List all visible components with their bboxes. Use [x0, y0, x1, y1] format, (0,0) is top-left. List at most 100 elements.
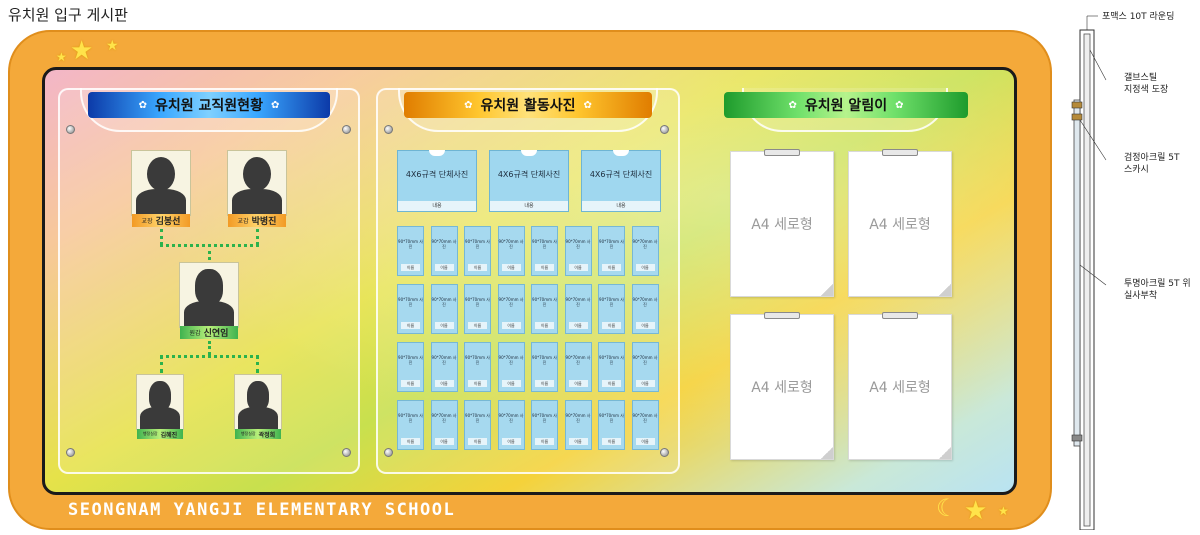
screw-icon	[384, 125, 393, 134]
leader-line	[1089, 49, 1107, 81]
pocket-label: 이름	[401, 322, 420, 329]
connector-line	[256, 355, 259, 373]
silhouette-icon	[147, 157, 175, 191]
pocket-text: 90*70mm 사진	[532, 355, 557, 365]
pocket-label: 이름	[602, 380, 621, 387]
pocket-text: 90*70mm 사진	[398, 413, 423, 423]
side-section-drawing	[1071, 15, 1107, 530]
a4-sheet: A4 세로형	[848, 312, 952, 460]
pocket-label: 이름	[401, 264, 420, 271]
pocket-text: 90*70mm 사진	[498, 355, 524, 365]
pocket-text: 90*70mm 사진	[532, 413, 557, 423]
staff-nameplate: 행정실장 곽정희	[235, 429, 281, 439]
pocket-label: 이름	[468, 380, 487, 387]
pocket-text: 90*70mm 사진	[398, 297, 423, 307]
steel-frame	[1083, 33, 1091, 527]
staff-nameplate: 원감 신연임	[180, 326, 238, 339]
pocket-text: 4X6규격 단체사진	[497, 170, 561, 179]
pocket-label: 이름	[535, 264, 554, 271]
pocket-text: 90*70mm 사진	[431, 413, 457, 423]
star-icon: ★	[964, 496, 988, 526]
page-curl	[939, 447, 951, 459]
side-label: 갤브스틸 지정색 도장	[1124, 73, 1169, 95]
pocket-label: 이름	[535, 322, 554, 329]
staff-photo-card: 교장 김봉선	[131, 150, 191, 227]
pocket-text: 90*70mm 사진	[498, 413, 524, 423]
pocket-text: 90*70mm 사진	[532, 239, 557, 249]
silhouette-body	[136, 189, 186, 217]
pocket-label: 이름	[501, 380, 521, 387]
pocket-text: 90*70mm 사진	[465, 355, 490, 365]
group-photo-pocket: 4X6규격 단체사진 내용	[397, 150, 477, 212]
moon-icon: ☾	[936, 494, 958, 522]
staff-nameplate: 교장 김봉선	[132, 214, 190, 227]
pocket-label: 이름	[501, 264, 521, 271]
pocket-text: 90*70mm 사진	[565, 413, 591, 423]
connector-line	[208, 244, 211, 260]
pocket-text: 90*70mm 사진	[431, 297, 457, 307]
pocket-label: 이름	[568, 438, 588, 445]
staff-name: 김봉선	[155, 217, 181, 227]
page-title: 유치원 입구 게시판	[8, 6, 128, 24]
pocket-label: 이름	[602, 438, 621, 445]
pocket-label: 이름	[501, 438, 521, 445]
star-icon: ★	[998, 504, 1009, 518]
staff-banner-title: 유치원 교직원현황	[155, 98, 263, 114]
page-curl	[821, 284, 833, 296]
connector-line	[160, 229, 163, 245]
pocket-tab	[613, 150, 629, 156]
screw-icon	[342, 448, 351, 457]
pocket-label: 이름	[602, 322, 621, 329]
screw-icon	[66, 448, 75, 457]
page-curl	[821, 447, 833, 459]
pocket-label: 이름	[635, 264, 655, 271]
pocket-text: 90*70mm 사진	[465, 239, 490, 249]
staff-role: 행정실장	[240, 431, 256, 436]
clip-icon	[764, 312, 800, 319]
pocket-text: 90*70mm 사진	[431, 239, 457, 249]
pocket-text: 90*70mm 사진	[565, 239, 591, 249]
staff-photo-card: 교감 박병진	[227, 150, 287, 227]
a4-sheet: A4 세로형	[730, 312, 834, 460]
pocket-label: 내용	[582, 201, 660, 211]
clip-icon	[882, 149, 918, 156]
screw-icon	[660, 448, 669, 457]
pocket-text: 90*70mm 사진	[565, 297, 591, 307]
pocket-label: 이름	[635, 438, 655, 445]
pocket-text: 90*70mm 사진	[498, 239, 524, 249]
pocket-text: 90*70mm 사진	[632, 297, 658, 307]
screw-icon	[660, 125, 669, 134]
pocket-label: 이름	[434, 322, 454, 329]
silhouette-icon	[247, 381, 269, 411]
pocket-label: 이름	[535, 380, 554, 387]
silhouette-icon	[195, 269, 223, 305]
pocket-tab	[429, 150, 445, 156]
star-icon: ★	[56, 50, 67, 64]
pocket-label: 내용	[490, 201, 568, 211]
screw-icon	[66, 125, 75, 134]
bolt-icon	[1071, 434, 1083, 442]
pocket-text: 90*70mm 사진	[465, 413, 490, 423]
staff-role: 행정실장	[142, 431, 158, 436]
pocket-label: 이름	[401, 438, 420, 445]
a4-label: A4 세로형	[751, 217, 813, 233]
leader-line	[1079, 264, 1107, 286]
star-icon: ★	[70, 36, 94, 66]
flower-icon: ✿	[895, 99, 904, 111]
staff-nameplate: 교감 박병진	[228, 214, 286, 227]
pocket-tab	[521, 150, 537, 156]
silhouette-body	[238, 407, 278, 431]
a4-label: A4 세로형	[751, 380, 813, 396]
